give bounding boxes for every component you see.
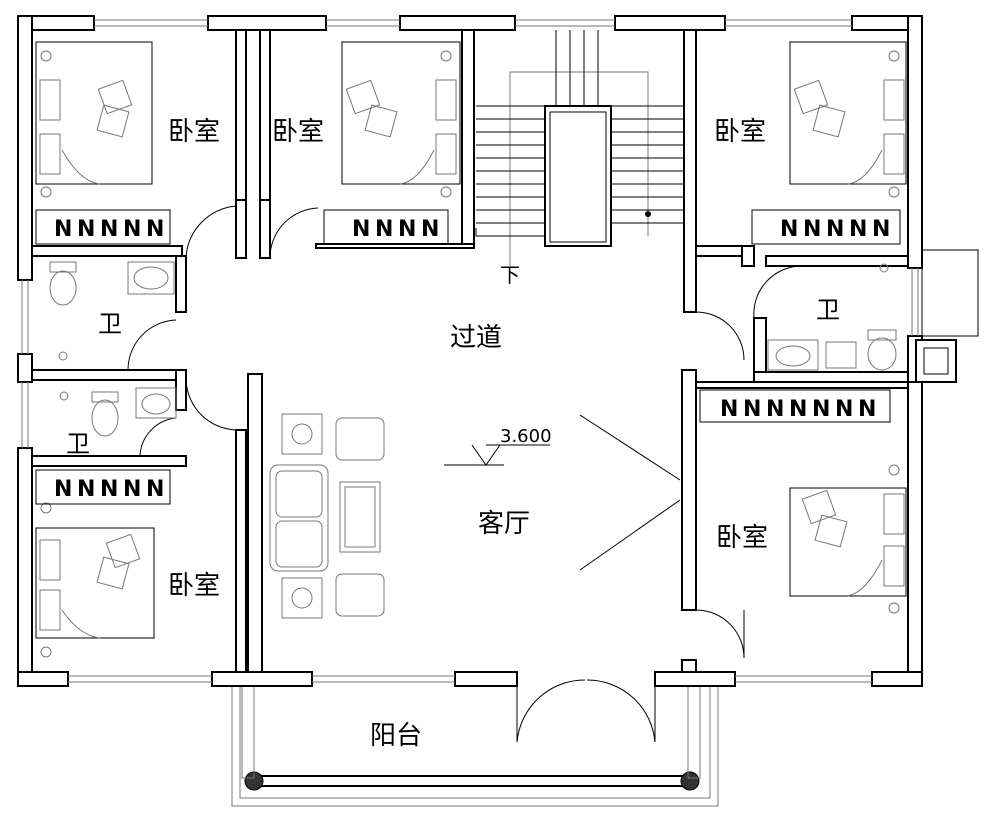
wardrobes [35, 209, 901, 505]
bath-fixtures [49, 261, 897, 437]
exterior-walls [17, 15, 979, 687]
label-balcony: 阳台 [370, 721, 422, 751]
label-living-room: 客厅 [478, 509, 530, 539]
wardrobe-hanger-mark: N [146, 217, 164, 242]
wardrobe-hanger-mark: N [803, 217, 821, 242]
washbasin [127, 261, 175, 295]
armchair [335, 417, 385, 461]
wardrobe-hanger-mark: N [826, 217, 844, 242]
wardrobe-hanger-mark: N [77, 477, 95, 502]
floor-drain [879, 263, 889, 273]
wardrobe-hanger-mark: N [146, 477, 164, 502]
wardrobe-hanger-mark: N [766, 397, 784, 422]
wardrobe-hanger-mark: N [858, 397, 876, 422]
wardrobe-hanger-mark: N [849, 217, 867, 242]
label-bedroom-top-right: 卧室 [714, 117, 766, 147]
toilet [867, 337, 897, 371]
toilet-tank [49, 261, 77, 273]
wardrobe-hanger-mark: N [123, 477, 141, 502]
toilet [49, 270, 77, 306]
window-top [94, 19, 852, 27]
label-bath-left-upper: 卫 [98, 310, 122, 338]
wardrobe-hanger-mark: N [100, 217, 118, 242]
wardrobe-hanger-mark: N [421, 217, 439, 242]
label-bedroom-top-mid: 卧室 [272, 117, 324, 147]
label-bath-left-lower: 卫 [66, 430, 90, 458]
bed-top-left [35, 41, 153, 198]
wardrobe-hanger-mark: N [100, 477, 118, 502]
label-stair-down: 下 [500, 263, 520, 287]
balcony-column [680, 771, 700, 791]
staircase [475, 30, 684, 266]
side-table [281, 413, 323, 455]
balcony [231, 685, 719, 807]
floor-drain [58, 351, 68, 361]
wardrobe-hanger-mark: N [812, 397, 830, 422]
coffee-table [339, 481, 381, 553]
sofa-set [269, 413, 681, 619]
wardrobe-hanger-mark: N [54, 217, 72, 242]
toilet-tank [867, 329, 897, 341]
toilet [91, 399, 119, 437]
wardrobe-hanger-mark: N [123, 217, 141, 242]
wardrobe-hanger-mark: N [872, 217, 890, 242]
armchair [335, 573, 385, 617]
label-bedroom-bottom-left: 卧室 [168, 571, 220, 601]
wardrobe-hanger-mark: N [743, 397, 761, 422]
wardrobe-hanger-mark: N [352, 217, 370, 242]
doors [127, 205, 803, 743]
wardrobe-hanger-mark: N [780, 217, 798, 242]
washbasin [767, 339, 819, 371]
wardrobe-hanger-mark: N [77, 217, 95, 242]
elevation-value: 3.600 [500, 426, 552, 447]
floor-drain [59, 391, 69, 401]
label-bedroom-bottom-right: 卧室 [716, 523, 768, 553]
wardrobe-hanger-mark: N [375, 217, 393, 242]
wardrobe-hanger-mark: N [398, 217, 416, 242]
label-corridor: 过道 [450, 323, 502, 353]
toilet-tank [91, 391, 119, 403]
room-labels: 卧室 卧室 卧室 卧室 卧室 卫 卫 卫 过道 客厅 阳台 下 [66, 117, 840, 751]
bed-top-mid [341, 41, 461, 198]
label-bedroom-top-left: 卧室 [168, 117, 220, 147]
washbasin [135, 387, 177, 419]
washing-machine [825, 341, 857, 369]
wardrobe-hanger-mark: N [54, 477, 72, 502]
wardrobe-hanger-mark: N [835, 397, 853, 422]
bed-bottom-right [789, 464, 907, 614]
wardrobe-hanger-mark: N [720, 397, 738, 422]
bed-bottom-left [35, 502, 155, 658]
side-table [281, 577, 323, 619]
wardrobe-hanger-mark: N [789, 397, 807, 422]
label-bath-right: 卫 [816, 296, 840, 324]
bed-top-right [789, 41, 907, 198]
elevation-marker: 3.600 [444, 426, 552, 466]
